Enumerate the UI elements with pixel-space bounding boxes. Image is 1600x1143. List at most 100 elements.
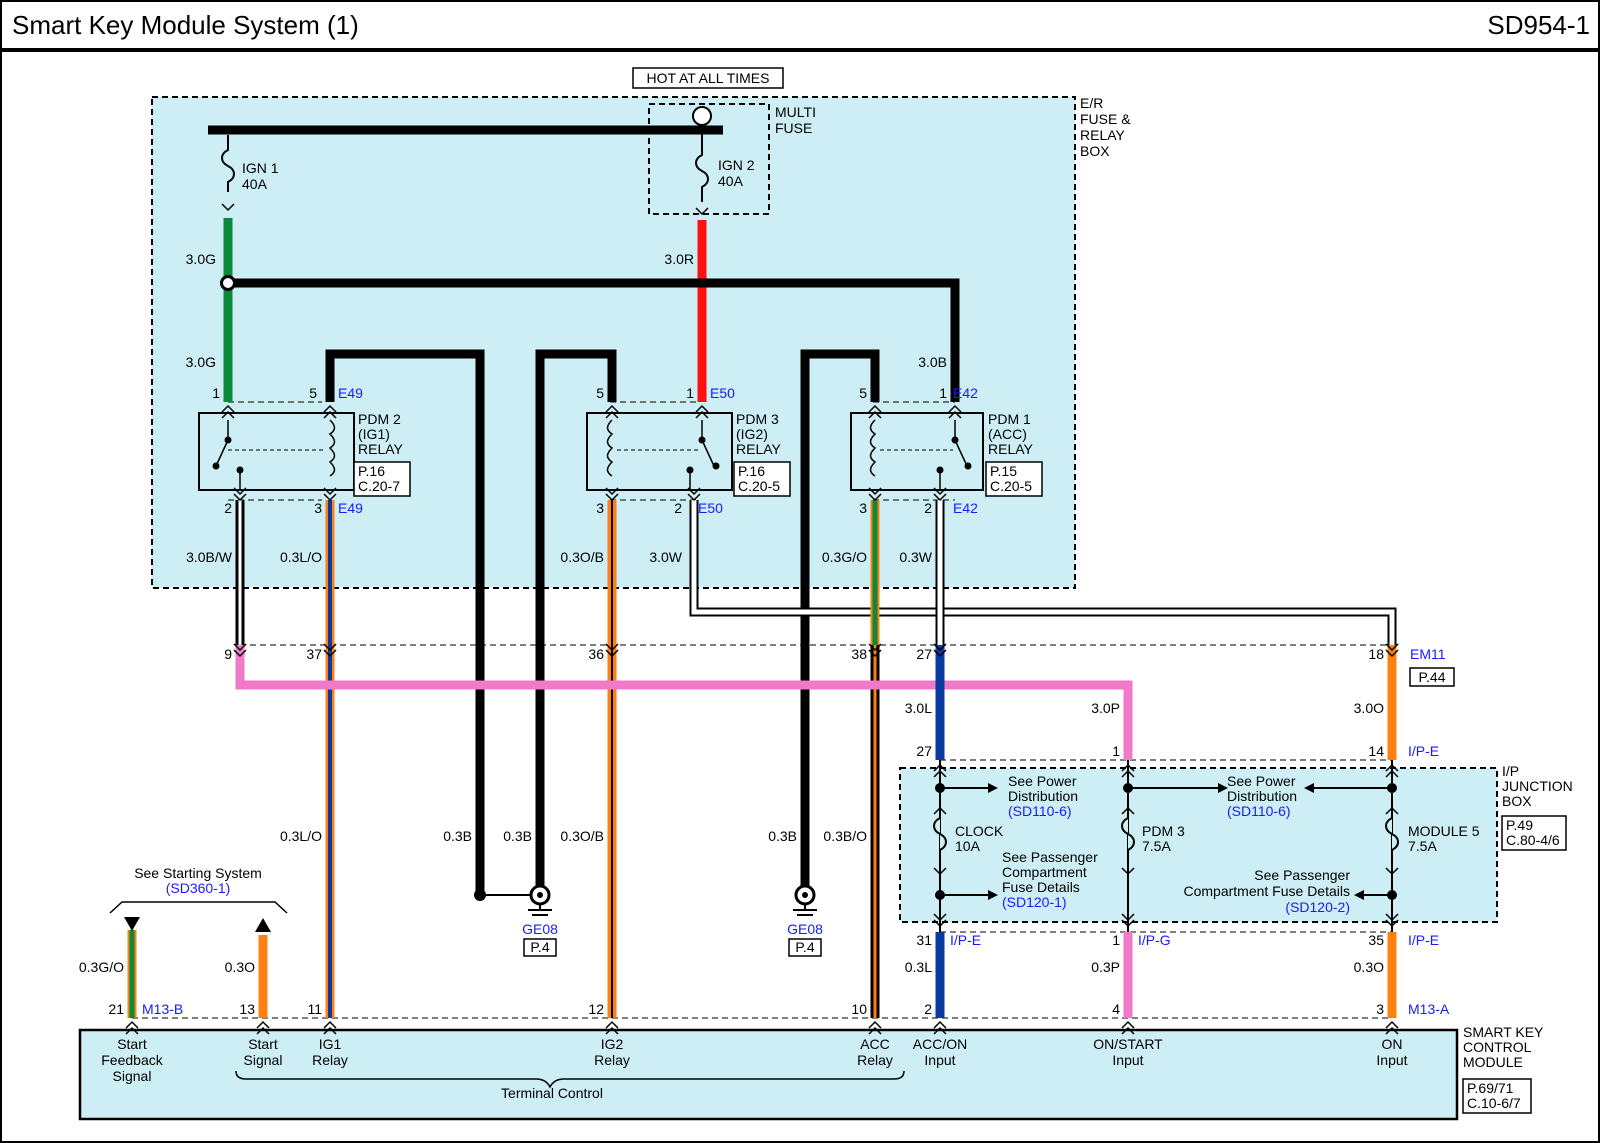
connector-pin-mark [1385,1026,1399,1035]
ground-ge08-left [480,884,552,916]
er-box-label: BOX [1080,143,1110,159]
ign2-fuse-rating: 40A [718,173,744,189]
wire-color-label: 3.0W [649,549,682,565]
module-terminal-label: ON/START [1093,1036,1163,1052]
connector-pin-mark [605,493,619,502]
connector-pin-mark [933,493,947,502]
relay-connector-id: E50 [698,500,723,516]
ip-junction-label: BOX [1502,793,1532,809]
connector-pin-mark [605,643,619,652]
relay-pdm2-ig1 [198,412,355,491]
connector-pin-mark [323,493,337,502]
connector-pin-mark [125,1026,139,1035]
module-terminal-label: IG2 [601,1036,624,1052]
starting-system-ref: (SD360-1) [166,880,231,896]
see-power-note: See Power [1008,773,1077,789]
connector-pin-mark [1121,913,1135,922]
connector-pin-mark [605,487,619,496]
connector-pin-mark [1121,867,1135,876]
connector-pin-mark [933,649,947,658]
wire-color-label: 0.3P [1091,959,1120,975]
wire-color-label: 0.3O [225,959,255,975]
module-pin-number: 4 [1112,1001,1120,1017]
ground-name: GE08 [522,921,558,937]
connector-pin-mark [1121,1020,1135,1029]
see-passenger-note: Fuse Details [1002,879,1080,895]
ip-fuse-name: PDM 3 [1142,823,1185,839]
wire-color-label: 0.3W [899,549,932,565]
connector-pin-mark [323,404,337,413]
ip-junction-ref-page: P.49 [1506,817,1533,833]
connector-pin-mark [868,487,882,496]
module-terminal-label: Relay [312,1052,348,1068]
module-ref-box [1462,1078,1532,1114]
relay-name: RELAY [988,441,1034,457]
starting-system-note: See Starting System [134,865,262,881]
see-power-note: Distribution [1008,788,1078,804]
relay-pin-number: 5 [596,385,604,401]
ip-top-connector: I/P-E [1408,743,1439,759]
wire-color-label: 0.3L [905,959,932,975]
module-label: SMART KEY [1463,1024,1544,1040]
module-terminal-label: Input [1112,1052,1143,1068]
ip-bottom-connector: I/P-G [1138,932,1171,948]
connector-pin-mark [933,806,947,815]
ip-top-pin: 14 [1368,743,1384,759]
er-box-label: RELAY [1080,127,1126,143]
relay-pin-number: 5 [309,385,317,401]
ip-fuse-rating: 7.5A [1142,838,1171,854]
ign2-fuse-label: IGN 2 [718,157,755,173]
see-passenger-note: Compartment Fuse Details [1183,883,1350,899]
see-power-note: Distribution [1227,788,1297,804]
relay-pin-number: 1 [686,385,694,401]
connector-pin-mark [233,643,247,652]
connector-pin-mark [868,643,882,652]
connector-pin-mark [868,1026,882,1035]
ground-ref: P.4 [795,939,814,955]
module-pin-number: 2 [924,1001,932,1017]
connector-pin-mark [695,404,709,413]
em11-pin-number: 38 [851,646,867,662]
er-box-label: E/R [1080,95,1103,111]
em11-pin-number: 36 [588,646,604,662]
relay-pin-number: 3 [859,500,867,516]
relay-pin-number: 2 [674,500,682,516]
module-terminal-label: ACC/ON [913,1036,967,1052]
module-label: CONTROL [1463,1039,1532,1055]
see-passenger-note: See Passenger [1002,849,1098,865]
wire-color-label: 3.0O [1354,700,1384,716]
wire-color-label: 3.0L [905,700,932,716]
ip-fuse-name: CLOCK [955,823,1004,839]
connector-pin-mark [933,919,947,928]
see-passenger-ref: (SD120-1) [1002,894,1067,910]
see-passenger-note: See Passenger [1254,867,1350,883]
connector-pin-mark [1385,919,1399,928]
module-connector-b: M13-B [142,1001,183,1017]
connector-pin-mark [605,649,619,658]
connector-pin-mark [933,487,947,496]
connector-pin-mark [933,643,947,652]
connector-pin-mark [687,487,701,496]
hot-at-all-times-label: HOT AT ALL TIMES [647,70,770,86]
ip-bottom-pin: 1 [1112,932,1120,948]
connector-pin-mark [933,867,947,876]
module-terminal-label: Input [1376,1052,1407,1068]
connector-pin-mark [256,1020,270,1029]
ground-ref-box [523,938,557,957]
connector-pin-mark [868,649,882,658]
relay-ref-box [733,461,791,497]
see-power-note: See Power [1227,773,1296,789]
module-ref-connector: C.10-6/7 [1467,1095,1521,1111]
module-pin-number: 10 [851,1001,867,1017]
connector-pin-mark [221,203,235,212]
connector-pin-mark [125,1020,139,1029]
module-pin-number: 13 [239,1001,255,1017]
relay-pin-number: 1 [939,385,947,401]
em11-pin-number: 37 [306,646,322,662]
relay-ref-page: P.15 [990,463,1017,479]
relay-pin-number: 2 [924,500,932,516]
see-power-ref: (SD110-6) [1008,803,1072,819]
connector-pin-mark [1121,919,1135,928]
module-connector-a: M13-A [1408,1001,1450,1017]
relay-name: (ACC) [988,426,1027,442]
